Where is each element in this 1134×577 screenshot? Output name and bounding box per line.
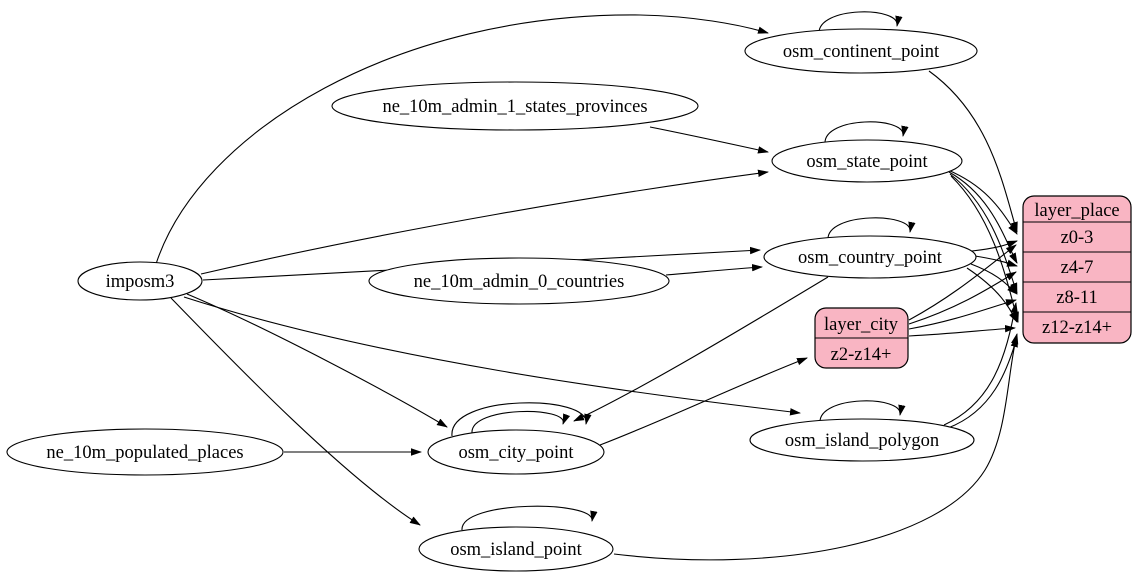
node-imposm3: imposm3: [77, 261, 203, 301]
record-row-layer_place-z4-7: z4-7: [1061, 258, 1094, 278]
edge-osm_country_point-to-z4-7: [974, 255, 1018, 267]
record-shape-layer_place: [1022, 195, 1132, 344]
edge-imposm3-to-osm_state_point: [200, 169, 769, 275]
node-label-ne_10m_admin_1_states_provinces: ne_10m_admin_1_states_provinces: [382, 97, 647, 117]
edge-imposm3-to-osm_island_point: [170, 297, 421, 526]
node-osm_city_point: osm_city_point: [427, 429, 605, 475]
node-osm_island_point: osm_island_point: [418, 526, 614, 572]
edge-ne_10m_admin_0_countries-to-osm_country_point: [665, 263, 763, 276]
edge-layer_city-to-z12-z14: [908, 324, 1016, 337]
record-row-layer_place-z12-z14: z12-z14+: [1042, 318, 1112, 338]
edge-osm_continent_point-to-z0-3: [928, 70, 1018, 233]
node-osm_continent_point: osm_continent_point: [744, 28, 978, 74]
record-row-layer_city-z2-z14: z2-z14+: [831, 345, 892, 365]
node-shape-ne_10m_admin_1_states_provinces: [331, 81, 699, 131]
node-shape-osm_country_point: [763, 235, 977, 279]
node-osm_state_point: osm_state_point: [771, 139, 963, 183]
node-label-ne_10m_populated_places: ne_10m_populated_places: [46, 443, 243, 463]
node-label-osm_country_point: osm_country_point: [798, 248, 943, 268]
node-layer: imposm3 ne_10m_admin_1_states_provinces …: [6, 28, 978, 572]
record-title-layer_city: layer_city: [824, 315, 899, 335]
node-label-imposm3: imposm3: [106, 272, 175, 292]
record-row-layer_place-z0-3: z0-3: [1061, 228, 1094, 248]
edge-layer_city-to-z0-3: [908, 244, 1017, 321]
edge-osm_island_point-to-z12-z14: [613, 333, 1019, 561]
node-shape-ne_10m_admin_0_countries: [368, 257, 670, 305]
node-osm_country_point: osm_country_point: [763, 235, 977, 279]
node-ne_10m_admin_0_countries: ne_10m_admin_0_countries: [368, 257, 670, 305]
record-title-layer_place: layer_place: [1034, 201, 1119, 221]
edge-osm_island_polygon-to-z8-11: [943, 302, 1018, 426]
edge-layer_city-to-z8-11: [908, 299, 1017, 330]
record-layer_place: layer_place z0-3 z4-7 z8-11 z12-z14+: [1022, 195, 1132, 344]
self-loop-osm_island_polygon: [819, 400, 906, 424]
self-loop-osm_country_point: [827, 217, 916, 241]
self-loop-osm_continent_point: [818, 11, 903, 35]
edge-layer_city-to-z4-7: [908, 271, 1017, 325]
node-ne_10m_admin_1_states_provinces: ne_10m_admin_1_states_provinces: [331, 81, 699, 131]
node-label-ne_10m_admin_0_countries: ne_10m_admin_0_countries: [414, 272, 625, 292]
node-ne_10m_populated_places: ne_10m_populated_places: [6, 428, 284, 476]
edge-osm_state_point-to-z4-7: [948, 171, 1018, 264]
node-label-osm_continent_point: osm_continent_point: [783, 42, 940, 62]
edge-layer: [155, 11, 1019, 561]
node-label-osm_state_point: osm_state_point: [806, 152, 928, 172]
node-label-osm_city_point: osm_city_point: [458, 443, 574, 463]
edge-osm_country_point-to-z0-3: [971, 240, 1018, 252]
node-shape-ne_10m_populated_places: [6, 428, 284, 476]
edge-imposm3-to-osm_continent_point: [155, 14, 769, 265]
node-label-osm_island_point: osm_island_point: [450, 540, 582, 560]
node-osm_island_polygon: osm_island_polygon: [749, 418, 975, 462]
edge-imposm3-to-osm_city_point: [186, 293, 448, 428]
node-shape-osm_island_point: [418, 526, 614, 572]
node-shape-imposm3: [77, 261, 203, 301]
edge-osm_state_point-to-z8-11: [949, 173, 1018, 294]
node-label-osm_island_polygon: osm_island_polygon: [785, 431, 939, 451]
node-shape-osm_city_point: [427, 429, 605, 475]
edge-imposm3-to-osm_island_polygon: [183, 296, 801, 416]
self-loop-osm_city_point-inner: [471, 410, 571, 434]
edge-ne_10m_admin_1_states_provinces-to-osm_state_point: [649, 126, 769, 154]
edge-osm_country_point-to-z8-11: [970, 263, 1018, 295]
node-shape-osm_state_point: [771, 139, 963, 183]
self-loop-osm_city_point-outer: [451, 402, 592, 437]
self-loop-osm_island_point: [461, 505, 598, 531]
node-shape-osm_continent_point: [744, 28, 978, 74]
edge-osm_country_point-to-osm_city_point: [573, 276, 829, 422]
record-row-layer_place-z8-11: z8-11: [1056, 288, 1097, 308]
edge-osm_island_polygon-to-z12-z14: [947, 336, 1018, 429]
node-shape-osm_island_polygon: [749, 418, 975, 462]
edge-osm_state_point-to-z0-3: [947, 169, 1018, 235]
edge-osm_city_point-to-layer_city-row: [599, 357, 808, 446]
record-layer_city: layer_city z2-z14+: [814, 307, 909, 369]
edge-osm_country_point-to-z12-z14: [966, 267, 1018, 323]
self-loop-osm_state_point: [824, 121, 909, 145]
